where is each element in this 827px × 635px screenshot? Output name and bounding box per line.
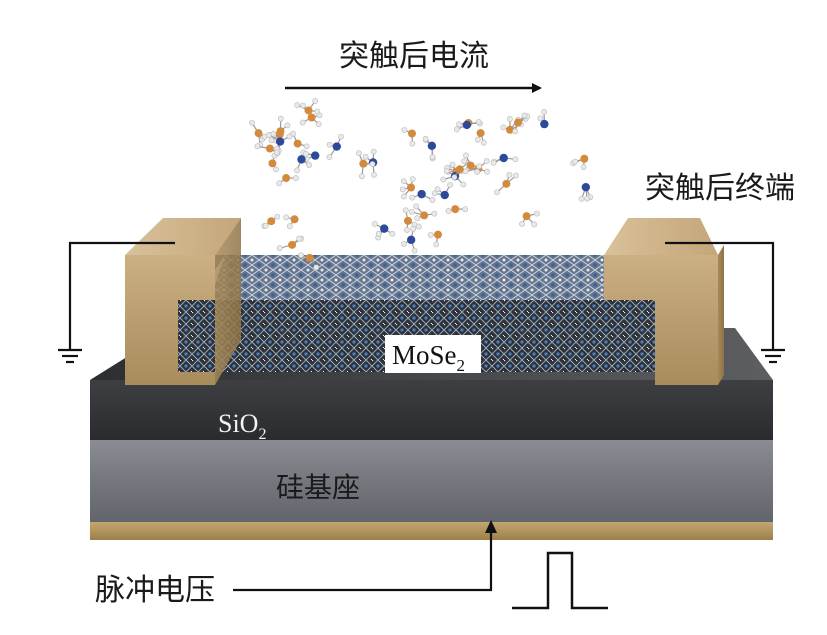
mose2-subscript: 2 [457, 356, 466, 375]
right-ground-wire [665, 241, 785, 364]
right-electrode [604, 218, 724, 385]
molecule [474, 129, 487, 146]
molecule [401, 127, 416, 147]
molecules-cloud [249, 98, 594, 271]
current-label: 突触后电流 [339, 39, 489, 74]
left-electrode [125, 218, 241, 385]
molecule [431, 181, 453, 200]
pulse-waveform [512, 551, 608, 610]
molecule [399, 176, 416, 200]
silicon-substrate [90, 440, 773, 522]
sio2-subscript: 2 [258, 426, 266, 443]
molecule [578, 182, 594, 202]
gold-bottom-layer [90, 520, 773, 540]
molecule [402, 207, 422, 233]
pulse-arrow-icon [485, 520, 497, 533]
molecule [298, 252, 320, 271]
molecule [519, 210, 540, 228]
molecule [326, 133, 344, 161]
molecule [265, 115, 291, 138]
molecule [445, 205, 469, 214]
molecule [283, 214, 299, 230]
molecule [254, 143, 281, 157]
molecule [451, 159, 471, 181]
molecule [422, 135, 437, 162]
molecule [408, 203, 438, 222]
molecule [409, 189, 436, 203]
molecule [371, 221, 396, 241]
sio2-label: SiO2 [218, 409, 266, 443]
molecule [570, 154, 589, 171]
molecule [490, 153, 519, 166]
left-ground-wire [58, 241, 175, 364]
molecule [461, 152, 483, 175]
molecule [453, 119, 482, 133]
molecule [494, 171, 519, 196]
pulse-wire [233, 530, 493, 592]
substrate-label: 硅基座 [276, 471, 360, 504]
terminal-label: 突触后终端 [645, 171, 795, 206]
molecule [261, 213, 281, 229]
mose2-label: MoSe2 [392, 340, 465, 375]
molecule [427, 230, 442, 248]
molecule [249, 119, 268, 148]
molecule [290, 130, 310, 150]
molecule [400, 225, 418, 254]
molecule [276, 235, 305, 252]
mose2-label-box [385, 335, 481, 373]
molecule [294, 155, 312, 174]
molecule [276, 174, 299, 187]
molecule [294, 98, 321, 115]
molecule [512, 112, 531, 135]
molecule [355, 150, 376, 180]
molecule [537, 108, 549, 129]
pulse-label: 脉冲电压 [95, 573, 215, 608]
